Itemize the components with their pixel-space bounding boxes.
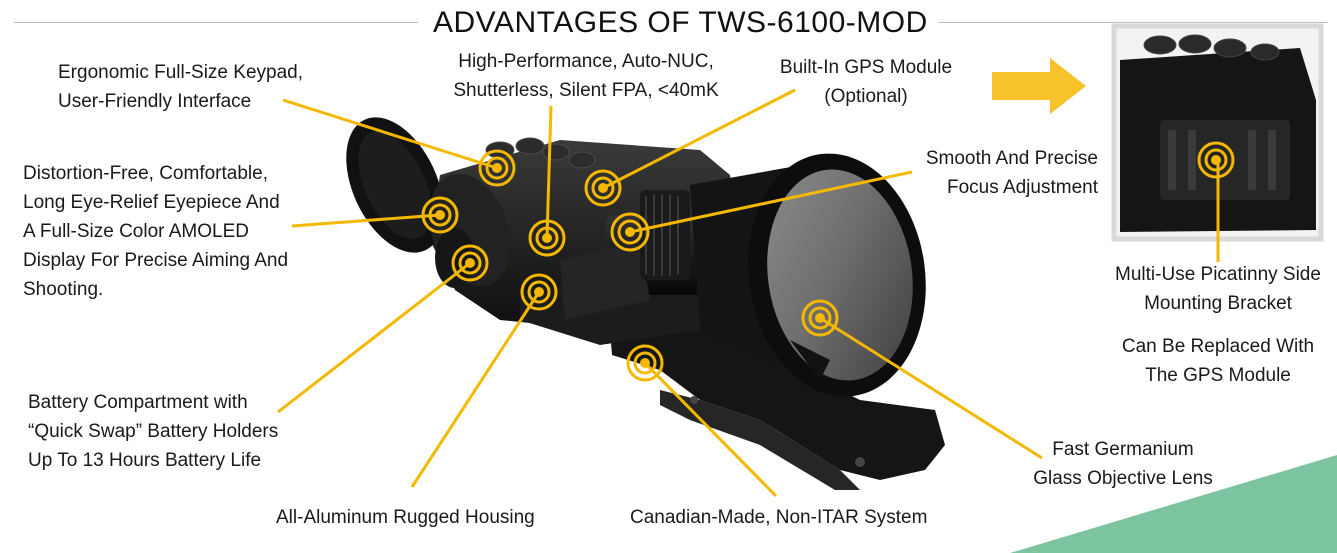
label-housing: All-Aluminum Rugged Housing [276,507,535,528]
target-markers [421,141,1235,382]
title-bar: ADVANTAGES OF TWS-6100-MOD [0,2,1337,42]
title-rule-left [14,22,418,23]
eyepiece [346,117,511,288]
arrow-icon [992,58,1086,114]
label-gps: Built-In GPS Module (Optional) [779,57,953,107]
target-icon [584,169,622,207]
label-picatinny: Multi-Use Picatinny Side Mounting Bracke… [1115,264,1321,314]
label-replace: Can Be Replaced With The GPS Module [1121,336,1315,386]
target-icon [528,219,566,257]
label-eyepiece: Distortion-Free, Comfortable, Long Eye-R… [23,163,289,300]
target-icon [626,344,664,382]
target-icon [801,299,839,337]
label-fpa: High-Performance, Auto-NUC, Shutterless,… [453,51,719,101]
target-icon [451,244,489,282]
title-rule-right [938,22,1328,23]
target-icon [610,212,650,252]
objective-lens [690,153,926,400]
label-battery: Battery Compartment with “Quick Swap” Ba… [28,392,279,471]
corner-decoration [1010,455,1337,553]
scope-mount [610,320,945,490]
focus-ring [640,190,690,280]
page-title: ADVANTAGES OF TWS-6100-MOD [433,6,928,39]
target-icon [520,273,558,311]
label-canadian: Canadian-Made, Non-ITAR System [630,507,928,528]
label-lens: Fast Germanium Glass Objective Lens [1033,439,1213,489]
label-keypad: Ergonomic Full-Size Keypad, User-Friendl… [58,62,303,112]
target-icon [478,149,516,187]
label-focus: Smooth And Precise Focus Adjustment [925,148,1098,198]
target-icon [1197,141,1235,179]
target-icon [421,196,459,234]
